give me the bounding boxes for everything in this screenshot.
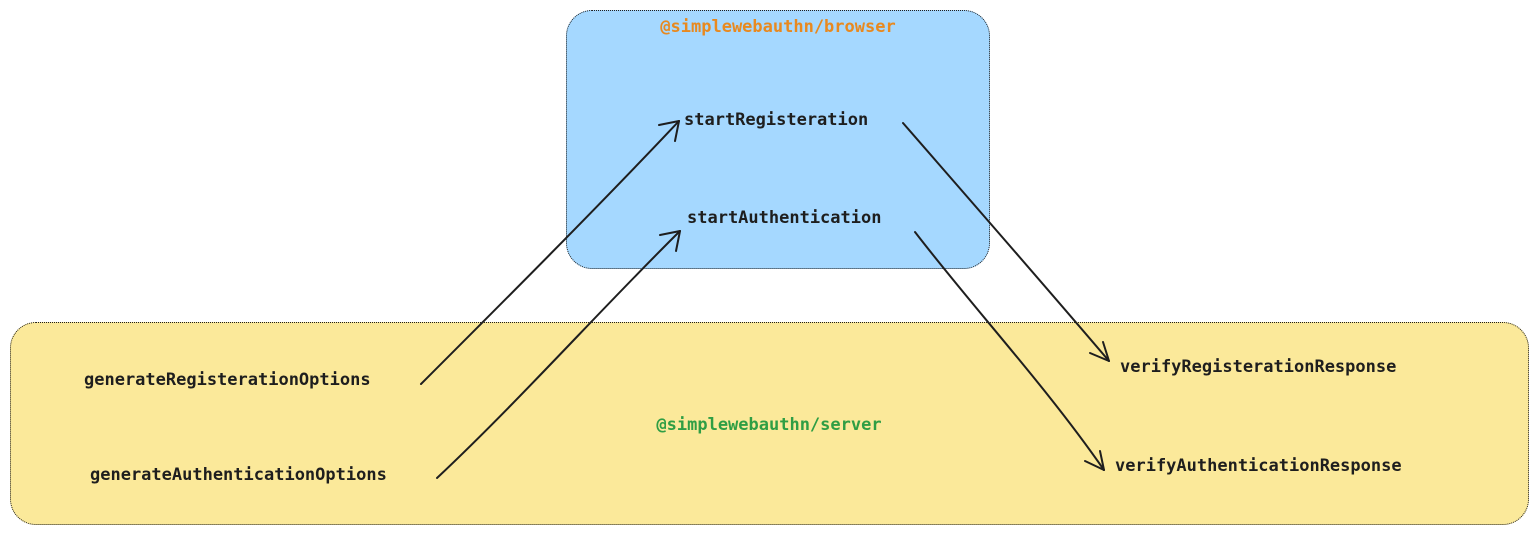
verify-registeration-response-node: verifyRegisterationResponse — [1120, 357, 1397, 377]
browser-group-label: @simplewebauthn/browser — [660, 17, 896, 37]
generate-registeration-options-node: generateRegisterationOptions — [84, 370, 371, 390]
browser-group-box — [566, 10, 990, 269]
start-registeration-node: startRegisteration — [684, 110, 869, 130]
start-authentication-node: startAuthentication — [687, 208, 882, 228]
server-group-box — [10, 322, 1529, 525]
server-group-label: @simplewebauthn/server — [656, 415, 882, 435]
verify-authentication-response-node: verifyAuthenticationResponse — [1115, 456, 1402, 476]
generate-authentication-options-node: generateAuthenticationOptions — [90, 465, 387, 485]
